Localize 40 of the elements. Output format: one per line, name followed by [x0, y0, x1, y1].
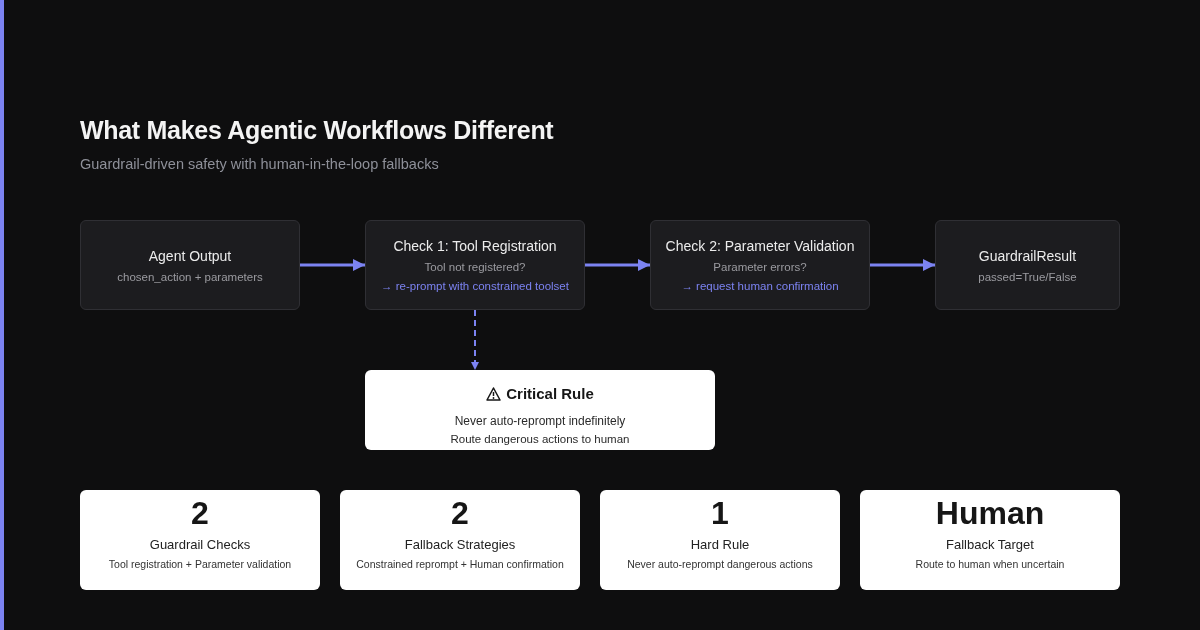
process-box	[365, 220, 585, 310]
note-card	[365, 370, 715, 450]
arrow	[870, 259, 935, 271]
stat-label: Guardrail Checks	[149, 537, 251, 553]
node-title: Critical Rule	[506, 384, 594, 404]
stat-description: Constrained reprompt + Human confirmation	[356, 557, 564, 571]
stat-card	[340, 490, 580, 590]
stat-description: Never auto-reprompt dangerous actions	[627, 557, 813, 571]
subtitle: Guardrail-driven safety with human-in-the-loop fallbacks	[80, 155, 439, 174]
node-text: passed=True/False	[978, 269, 1077, 285]
node-title: Check 2: Parameter Validation	[665, 237, 855, 256]
page-title: What Makes Agentic Workflows Different	[80, 115, 554, 146]
action-text: → request human confirmation	[681, 279, 839, 294]
stat-value: Human	[935, 497, 1045, 529]
stat-label: Fallback Strategies	[404, 537, 516, 553]
node-text: chosen_action + parameters	[117, 269, 263, 285]
node-text: Never auto-reprompt indefinitely	[454, 413, 626, 429]
node-text: Tool not registered?	[424, 260, 526, 275]
stat-description: Tool registration + Parameter validation	[108, 557, 292, 571]
action-text: → re-prompt with constrained toolset	[381, 279, 569, 294]
process-box	[650, 220, 870, 310]
stat-value: 2	[451, 497, 469, 529]
stat-card	[80, 490, 320, 590]
node-title: Check 1: Tool Registration	[393, 237, 557, 256]
dashed-arrow	[471, 309, 479, 371]
node-title: Agent Output	[148, 246, 232, 266]
stat-card	[600, 490, 840, 590]
arrow	[585, 259, 650, 271]
stat-description: Route to human when uncertain	[915, 557, 1065, 571]
stat-card	[860, 490, 1120, 590]
stat-label: Hard Rule	[690, 537, 750, 553]
node-title: GuardrailResult	[978, 246, 1077, 266]
node-text: Route dangerous actions to human	[450, 432, 630, 447]
process-box	[80, 220, 300, 310]
process-box	[935, 220, 1120, 310]
node-text: Parameter errors?	[713, 260, 807, 275]
arrow	[300, 259, 365, 271]
stat-label: Fallback Target	[946, 537, 1034, 553]
stat-value: 1	[711, 497, 729, 529]
stat-value: 2	[191, 497, 209, 529]
